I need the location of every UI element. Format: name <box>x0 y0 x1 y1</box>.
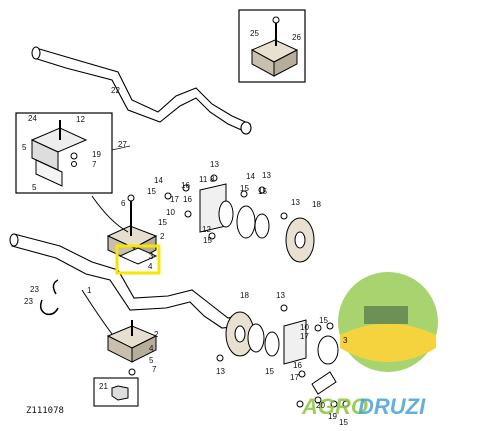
reference-code: Z111078 <box>26 406 64 416</box>
arrow-line <box>91 195 129 233</box>
part-label: 23 <box>30 285 39 294</box>
part-label: 16 <box>293 361 302 370</box>
part-label: 18 <box>312 200 321 209</box>
part-label: 19 <box>92 150 101 159</box>
part-label: 17 <box>290 373 299 382</box>
part-label: 17 <box>300 332 309 341</box>
part-label: 16 <box>183 195 192 204</box>
part-label: 12 <box>76 115 85 124</box>
highlight-box-part-4 <box>115 244 161 275</box>
part-label: 10 <box>300 323 309 332</box>
part-label: 21 <box>99 382 108 391</box>
part-label: 14 <box>246 172 255 181</box>
part-label: 17 <box>170 195 179 204</box>
part-label: 4 <box>149 344 154 353</box>
part-label: 22 <box>111 86 120 95</box>
part-label: 4 <box>148 262 153 271</box>
part-label: 15 <box>265 367 274 376</box>
part-label: 16 <box>181 181 190 190</box>
part-label: 6 <box>121 199 126 208</box>
part-label: 3 <box>149 252 154 261</box>
part-label: 26 <box>292 33 301 42</box>
part-number-labels: 25 26 22 24 12 27 5 19 7 5 13 14 15 16 1… <box>22 29 348 427</box>
clip-part-23-small <box>52 279 59 295</box>
part-label: 27 <box>118 140 127 149</box>
clip-part-23 <box>39 299 59 316</box>
inset-nut <box>93 377 139 407</box>
watermark-brand-part1: AGRO <box>301 394 368 419</box>
part-label: 24 <box>28 114 37 123</box>
part-label: 15 <box>158 218 167 227</box>
part-label: 5 <box>22 143 27 152</box>
part-label: 2 <box>160 232 165 241</box>
part-label: 5 <box>32 183 37 192</box>
watermark-logo <box>338 272 438 372</box>
part-label: 20 <box>316 401 325 410</box>
part-label: 2 <box>154 330 159 339</box>
part-label: 23 <box>24 297 33 306</box>
watermark-brand-part2: DRUZI <box>358 394 426 419</box>
part-label: 15 <box>319 316 328 325</box>
part-label: 3 <box>343 336 348 345</box>
part-label: 15 <box>240 184 249 193</box>
crank-shaft-upper <box>31 46 252 135</box>
part-label: 1 <box>87 286 92 295</box>
part-label: 7 <box>152 365 157 374</box>
part-label: 15 <box>258 187 267 196</box>
part-label: 15 <box>339 418 348 427</box>
inset-bracket <box>15 112 113 194</box>
part-label: 8 <box>210 175 215 184</box>
flywheel-assembly-lower <box>216 304 350 408</box>
part-label: 15 <box>203 236 212 245</box>
part-label: 12 <box>202 225 211 234</box>
strap-part-4 <box>118 247 158 265</box>
leader-line <box>111 145 131 151</box>
part-label: 15 <box>147 187 156 196</box>
part-label: 18 <box>240 291 249 300</box>
arrow-line <box>81 289 113 335</box>
part-label: 11 <box>199 175 208 184</box>
part-label: 25 <box>250 29 259 38</box>
bearing-block-lower <box>106 320 158 376</box>
part-label: 5 <box>149 356 154 365</box>
part-label: 13 <box>216 367 225 376</box>
part-label: 13 <box>210 160 219 169</box>
part-label: 14 <box>154 176 163 185</box>
inset-bearing-block <box>238 9 306 83</box>
part-label: 13 <box>276 291 285 300</box>
part-label: 13 <box>291 198 300 207</box>
part-label: 19 <box>328 412 337 421</box>
part-label: 10 <box>166 208 175 217</box>
part-label: 7 <box>92 160 97 169</box>
part-label: 13 <box>262 171 271 180</box>
flywheel-assembly-upper <box>164 174 315 263</box>
